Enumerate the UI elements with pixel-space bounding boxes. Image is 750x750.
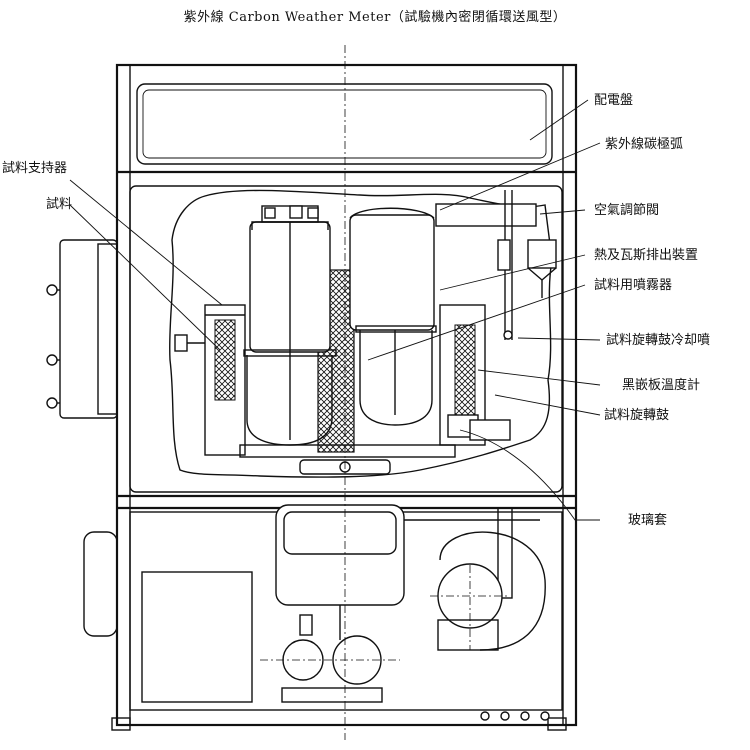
specimen-holder-left	[174, 304, 246, 456]
glass-globe-right	[349, 207, 437, 426]
label-air-valve: 空氣調節閥	[594, 203, 659, 218]
label-heat-gas-exhaust: 熱及瓦斯排出裝置	[594, 248, 698, 263]
diagram-title: 紫外線 Carbon Weather Meter（試驗機內密閉循環送風型）	[183, 10, 567, 25]
glass-globe-left	[243, 205, 337, 446]
label-drum-cooling: 試料旋轉鼓冷却噴	[606, 332, 710, 348]
label-specimen-drum: 試料旋轉鼓	[604, 407, 669, 423]
specimen-drum	[439, 304, 511, 446]
label-black-panel-thermometer: 黑嵌板溫度計	[622, 377, 700, 393]
lower-left-housing	[83, 531, 118, 637]
label-switchboard: 配電盤	[594, 93, 633, 108]
control-box	[46, 239, 118, 419]
label-specimen-holder: 試料支持器	[2, 160, 67, 176]
lower-compartment	[129, 504, 563, 721]
switchboard-panel	[136, 83, 553, 165]
air-valve-assembly	[435, 190, 557, 340]
leader-lines	[69, 99, 601, 521]
label-uv-carbon-arc: 紫外線碳極弧	[605, 136, 683, 152]
label-glass-globe: 玻璃套	[628, 512, 667, 528]
label-specimen: 試料	[46, 196, 72, 212]
cutaway-outline	[168, 189, 553, 478]
label-specimen-sprayer: 試料用噴霧器	[594, 277, 672, 293]
